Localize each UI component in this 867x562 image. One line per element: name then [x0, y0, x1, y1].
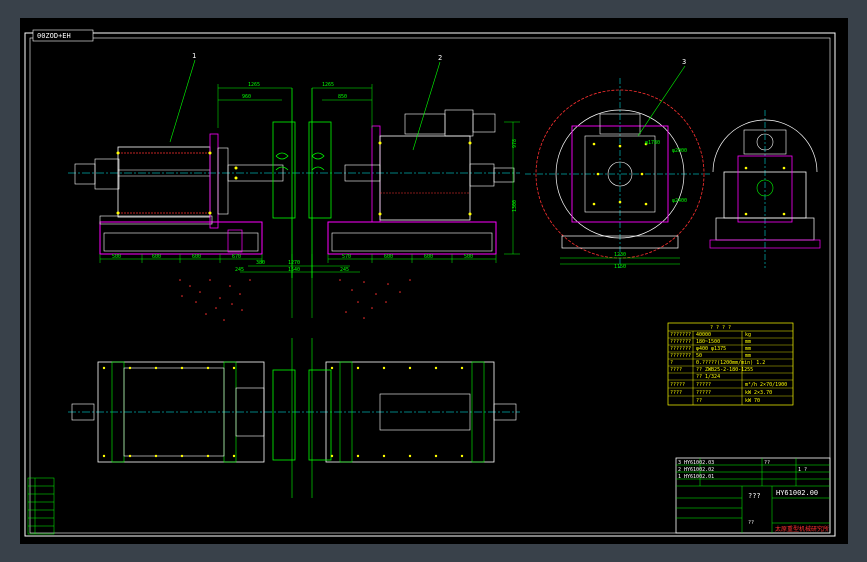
inner-frame [29, 37, 831, 534]
spec-r0-b: 40000 [696, 332, 711, 338]
dim-top-1: 1265 [248, 82, 260, 88]
spec-r5-b: ?? ZWB25-2-180-1255 [696, 367, 753, 373]
dim-center-2: 1540 [288, 267, 300, 273]
dim-bl-3: 600 [192, 254, 201, 260]
spec-r7-a: ????? [670, 382, 685, 388]
dim-side-1: 1300 [512, 200, 518, 212]
dim-endview-1: 1230 [614, 252, 626, 258]
outer-frame [24, 32, 836, 537]
front-view-left: 1 [68, 52, 520, 255]
dim-center-3: 245 [235, 267, 244, 273]
dim-top-2: 1265 [322, 82, 334, 88]
drawing-number: HY61002.00 [776, 489, 818, 497]
spec-r7-b: ????? [696, 382, 711, 388]
dim-top-3: 960 [242, 94, 251, 100]
dims-top [217, 84, 373, 128]
dims-bottom [99, 254, 497, 318]
left-strip [27, 477, 55, 535]
part-label-1: 1 [192, 52, 196, 60]
title-row-1: 3 HY61002.03 [678, 460, 714, 466]
cad-viewport[interactable]: 00ZOD+EH [20, 18, 848, 544]
code-box-text: 00ZOD+EH [37, 32, 71, 40]
spec-header: ? ? ? ? [710, 325, 731, 331]
dim-br-2: 600 [384, 254, 393, 260]
spec-r5-a: ???? [670, 367, 682, 373]
title-name: ??? [748, 492, 761, 500]
title-scale: ?? [748, 520, 754, 526]
title-block [675, 457, 831, 534]
front-view-right: 2 [327, 54, 515, 255]
spec-r1-a: ??????? [670, 339, 691, 345]
center-coil [272, 88, 332, 278]
spec-r9-b: ?? [696, 398, 702, 404]
spec-r9-c: kW 70 [745, 398, 760, 404]
spec-r7-c: m²/h 2×70/1900 [745, 382, 787, 388]
title-row-3: 1 HY61002.01 [678, 474, 714, 480]
title-row-2: 2 HY61002.02 [678, 467, 714, 473]
title-unit: ?? [764, 460, 770, 466]
dim-center-4: 245 [340, 267, 349, 273]
dim-side-2: 978 [512, 139, 518, 148]
dim-top-4: 850 [338, 94, 347, 100]
institute-name: 太原重型机械研究所 [775, 525, 829, 533]
spec-r0-c: kg [745, 332, 751, 338]
spec-r1-c: mm [745, 339, 751, 345]
spec-r4-b: 0.?????(1200mm/min) 1.2 [696, 360, 765, 366]
dim-center-1: 1270 [288, 260, 300, 266]
dim-br-1: 570 [342, 254, 351, 260]
spec-r3-a: ??????? [670, 353, 691, 359]
dim-center-5: 380 [256, 260, 265, 266]
spec-r3-b: 50 [696, 353, 702, 359]
dim-endview-2: 1150 [614, 264, 626, 270]
title-rev: 1 ? [798, 467, 807, 473]
dim-bl-1: 500 [112, 254, 121, 260]
debris-dots [179, 279, 411, 321]
spec-r4-a: ? [670, 360, 673, 366]
dim-br-3: 600 [424, 254, 433, 260]
spec-r8-b: ????? [696, 390, 711, 396]
spec-r2-a: ??????? [670, 346, 691, 352]
cad-drawing[interactable]: 00ZOD+EH [20, 18, 848, 544]
spec-r0-a: ??????? [670, 332, 691, 338]
dim-circle-1: φ2000 [672, 148, 687, 154]
dim-br-4: 500 [464, 254, 473, 260]
dims-side [504, 121, 520, 255]
plan-view [68, 338, 520, 498]
dim-bl-2: 600 [152, 254, 161, 260]
side-view [709, 110, 821, 268]
dim-circle-3: φ2400 [672, 198, 687, 204]
spec-r6-b: ?? 1/324 [696, 374, 720, 380]
part-label-2: 2 [438, 54, 442, 62]
end-view [525, 65, 710, 268]
spec-table [667, 322, 794, 406]
spec-r2-b: φ400 φ1375 [696, 346, 726, 352]
spec-r8-a: ???? [670, 390, 682, 396]
dim-circle-2: φ1780 [645, 140, 660, 146]
spec-r8-c: kW 2×3.70 [745, 390, 772, 396]
code-box [32, 29, 94, 42]
part-label-3: 3 [682, 58, 686, 66]
spec-r3-c: mm [745, 353, 751, 359]
dim-bl-4: 670 [232, 254, 241, 260]
spec-r1-b: 180~1500 [696, 339, 720, 345]
spec-r2-c: mm [745, 346, 751, 352]
